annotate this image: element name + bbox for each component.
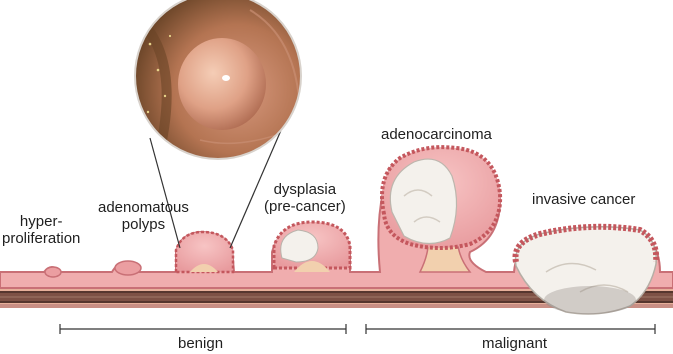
label-adenomatous-polyps: adenomatous polyps bbox=[98, 199, 189, 233]
label-dysplasia-line1: dysplasia bbox=[264, 181, 346, 198]
small-polyp-bump bbox=[115, 261, 141, 275]
label-hyperproliferation: hyper- proliferation bbox=[2, 213, 80, 247]
benign-range-bar bbox=[60, 324, 346, 334]
endoscopic-polyp-photo bbox=[130, 0, 310, 170]
dysplasia-polyp bbox=[274, 222, 350, 272]
label-benign: benign bbox=[178, 335, 223, 352]
malignant-range-bar bbox=[366, 324, 655, 334]
label-invasive-cancer: invasive cancer bbox=[532, 191, 635, 208]
label-malignant: malignant bbox=[482, 335, 547, 352]
label-hyperproliferation-line1: hyper- bbox=[2, 213, 80, 230]
label-adenomatous-line1: adenomatous bbox=[98, 199, 189, 216]
hyperproliferation-bump bbox=[45, 267, 61, 277]
label-adenomatous-line2: polyps bbox=[98, 216, 189, 233]
label-dysplasia: dysplasia (pre-cancer) bbox=[264, 181, 346, 215]
label-dysplasia-line2: (pre-cancer) bbox=[264, 198, 346, 215]
label-adenocarcinoma: adenocarcinoma bbox=[381, 126, 492, 143]
label-hyperproliferation-line2: proliferation bbox=[2, 230, 80, 247]
